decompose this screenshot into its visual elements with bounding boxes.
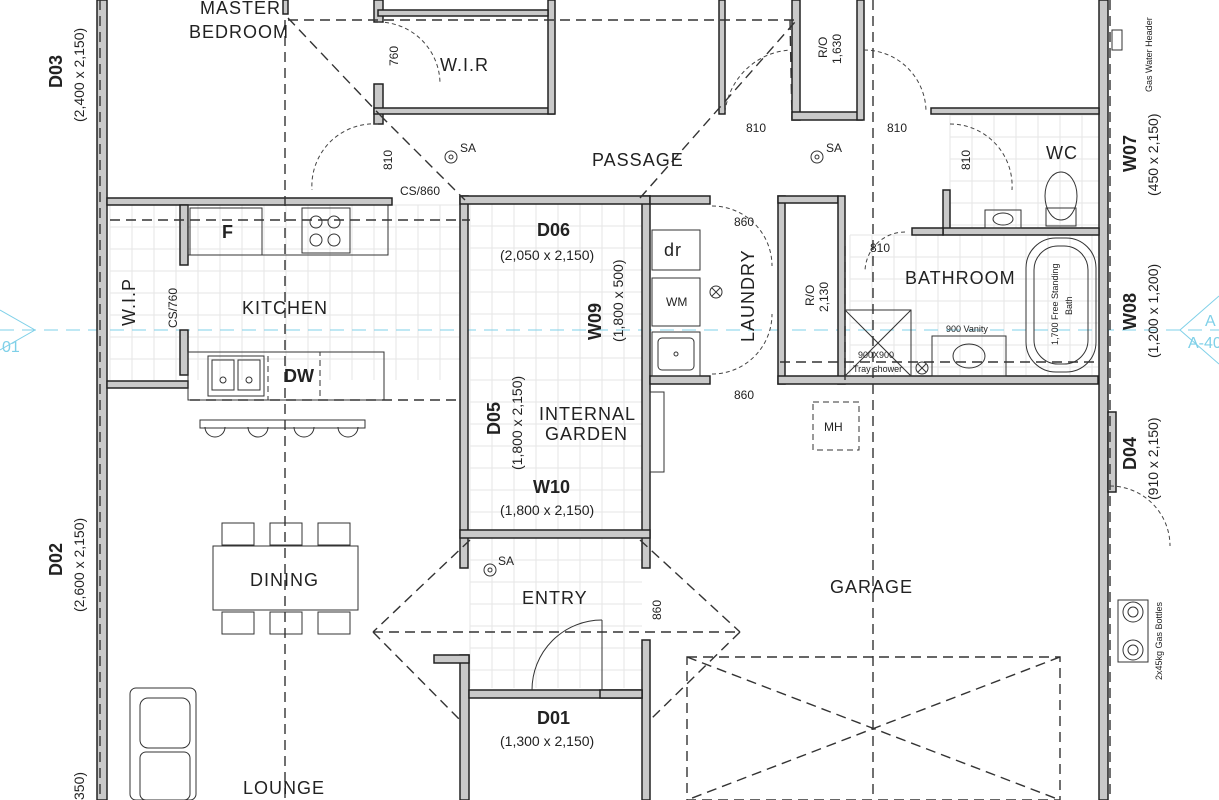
w09-size: (1,800 x 500)	[610, 260, 626, 343]
room-wip: W.I.P	[119, 278, 139, 326]
ro-mid-label-2: 2,130	[817, 282, 831, 312]
cs860-label: CS/860	[400, 184, 440, 198]
d06-size: (2,050 x 2,150)	[500, 247, 594, 263]
room-garage: GARAGE	[830, 577, 913, 597]
room-master-bedroom-2: BEDROOM	[189, 22, 289, 42]
w07-size: (450 x 2,150)	[1145, 114, 1161, 197]
room-kitchen: KITCHEN	[242, 298, 328, 318]
kitchen-fixtures: F DW	[187, 204, 389, 438]
dim-860-a: 860	[734, 215, 754, 229]
lounge-sofa	[129, 687, 197, 800]
d06-code: D06	[537, 220, 570, 240]
smoke-alarm-icon	[483, 563, 497, 577]
gas-equipment	[1111, 29, 1149, 663]
w10-size: (1,800 x 2,150)	[500, 502, 594, 518]
d03-size: (2,400 x 2,150)	[71, 28, 87, 122]
d05-code: D05	[484, 402, 504, 435]
vanity	[931, 335, 1007, 377]
d04-code: D04	[1120, 437, 1140, 470]
dryer-label: dr	[664, 240, 682, 260]
room-lounge: LOUNGE	[243, 778, 325, 798]
gas-heater-label: Gas Water Header	[1144, 17, 1154, 92]
dim-760: 760	[387, 46, 401, 66]
w08-size: (1,200 x 1,200)	[1145, 264, 1161, 358]
dining-table	[212, 522, 359, 635]
bathroom-fixtures: 900X900 Tray shower 900 Vanity 1,700 Fre…	[844, 171, 1097, 377]
bath-label-2: Bath	[1064, 296, 1074, 315]
shower-label-1: 900X900	[858, 350, 894, 360]
sink-icon	[207, 355, 265, 397]
d01-size: (1,300 x 2,150)	[500, 733, 594, 749]
bath-label-1: 1,700 Free Standing	[1050, 263, 1060, 345]
dim-810-b: 810	[746, 121, 766, 135]
smoke-alarm-icon	[810, 150, 824, 164]
sa-label-3: SA	[498, 554, 514, 568]
ro-top-label-1: R/O	[816, 37, 830, 58]
w10-code: W10	[533, 477, 570, 497]
room-wir: W.I.R	[440, 55, 489, 75]
ro-top-label-2: 1,630	[830, 34, 844, 64]
bath-tub	[1025, 237, 1097, 373]
dim-810-a: 810	[381, 150, 395, 170]
d02-code: D02	[46, 543, 66, 576]
mh-label: MH	[824, 420, 843, 434]
vanity-label: 900 Vanity	[946, 324, 988, 334]
shower-tray	[844, 309, 912, 377]
d05-size: (1,800 x 2,150)	[509, 376, 525, 470]
grid-reference-lines: 01 A A-40	[0, 295, 1219, 365]
grid-ref-right-b: A-40	[1188, 335, 1219, 352]
walls	[96, 0, 1117, 800]
floor-waste-icon	[709, 285, 723, 299]
cooktop	[301, 207, 351, 254]
room-entry: ENTRY	[522, 588, 588, 608]
fridge-label: F	[222, 222, 233, 242]
grid-ref-left: 01	[2, 339, 20, 356]
w07-code: W07	[1120, 135, 1140, 172]
dim-810-c: 810	[887, 121, 907, 135]
w09-code: W09	[585, 303, 605, 340]
room-dining: DINING	[250, 570, 319, 590]
d04-size: (910 x 2,150)	[1145, 418, 1161, 501]
dim-810-d: 810	[959, 150, 973, 170]
lounge-door-size: 350)	[71, 772, 87, 800]
grid-ref-right-a: A	[1205, 313, 1216, 330]
smoke-alarms: SA SA SA	[444, 141, 842, 577]
laundry-fixtures: dr WM	[649, 229, 723, 473]
room-laundry: LAUNDRY	[738, 249, 758, 342]
sa-label-1: SA	[460, 141, 476, 155]
fridge-outline	[189, 207, 263, 256]
d01-code: D01	[537, 708, 570, 728]
dishwasher-label: DW	[284, 366, 314, 386]
door-swings	[311, 21, 1171, 691]
dim-860-c: 860	[650, 600, 664, 620]
w08-code: W08	[1120, 293, 1140, 330]
toilet-icon	[1044, 171, 1078, 221]
room-internal-garden-2: GARDEN	[545, 424, 628, 444]
cs760-label: CS/760	[166, 288, 180, 328]
gas-bottles-label: 2x45kg Gas Bottles	[1154, 601, 1164, 680]
washing-machine-label: WM	[666, 295, 687, 309]
room-passage: PASSAGE	[592, 150, 684, 170]
d03-code: D03	[46, 55, 66, 88]
room-labels: MASTER BEDROOM W.I.R PASSAGE WC KITCHEN …	[119, 0, 1078, 798]
opening-labels: D03 (2,400 x 2,150) D02 (2,600 x 2,150) …	[46, 28, 1161, 800]
ro-mid-label-1: R/O	[803, 285, 817, 306]
shower-label-2: Tray shower	[853, 364, 902, 374]
sa-label-2: SA	[826, 141, 842, 155]
smoke-alarm-icon	[444, 150, 458, 164]
room-internal-garden-1: INTERNAL	[539, 404, 636, 424]
fixture-labels: CS/860 CS/760 R/O 1,630 R/O 2,130 MH Gas…	[166, 17, 1164, 680]
dimension-labels: 760 810 810 810 810 810 860 860 860	[381, 46, 973, 620]
room-master-bedroom-1: MASTER	[200, 0, 281, 18]
room-wc: WC	[1046, 143, 1078, 163]
dim-860-b: 860	[734, 388, 754, 402]
bar-stools	[199, 419, 366, 438]
room-bathroom: BATHROOM	[905, 268, 1016, 288]
ceiling-lines	[99, 0, 1111, 800]
dim-810-e: 810	[870, 241, 890, 255]
d02-size: (2,600 x 2,150)	[71, 518, 87, 612]
